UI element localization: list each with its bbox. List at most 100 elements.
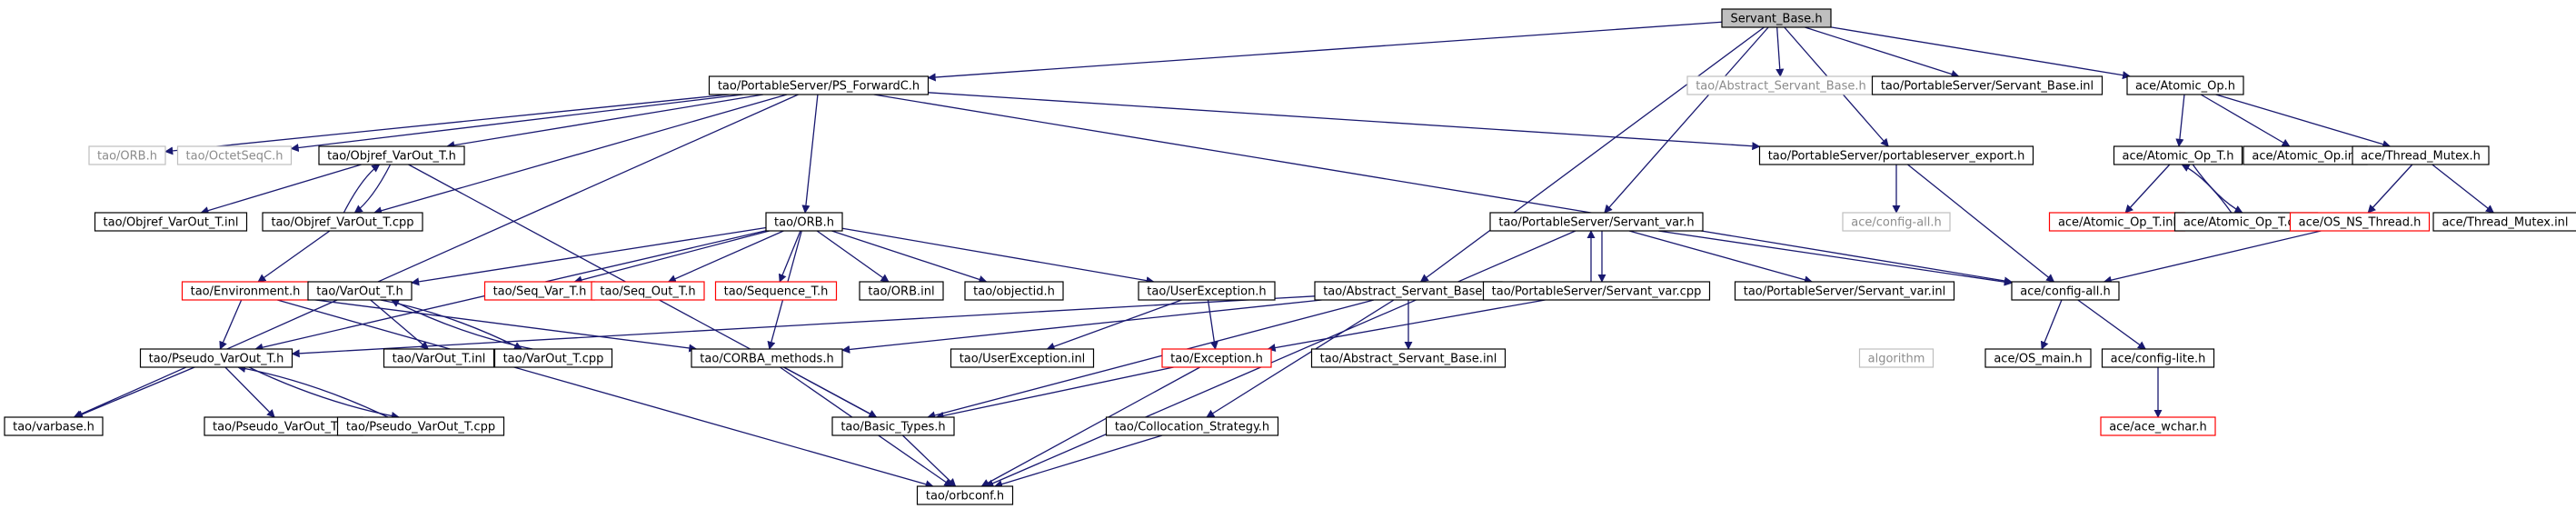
node-sequence-t[interactable]: tao/Sequence_T.h (714, 281, 838, 301)
node-objref-varout[interactable]: tao/Objref_VarOut_T.h (318, 145, 465, 165)
node-label: ace/Atomic_Op_T.h (2123, 150, 2234, 164)
node-varout-t[interactable]: tao/VarOut_T.h (307, 281, 413, 301)
edge-objref-varout-cpp-to-environment (257, 230, 331, 283)
node-config-all[interactable]: ace/config-all.h (2011, 281, 2120, 301)
node-ps-export[interactable]: tao/PortableServer/portableserver_export… (1758, 145, 2034, 165)
node-box (964, 281, 1064, 301)
node-box (307, 281, 413, 301)
node-label: tao/Objref_VarOut_T.h (327, 150, 456, 164)
node-label: tao/Basic_Types.h (840, 421, 945, 434)
node-label: ace/Atomic_Op.h (2135, 80, 2235, 94)
node-environment[interactable]: tao/Environment.h (181, 281, 310, 301)
node-collocation[interactable]: tao/Collocation_Strategy.h (1105, 416, 1279, 436)
edge-config-all-to-os-main (2040, 299, 2063, 350)
edge-orb-h-to-seq-var (573, 230, 770, 284)
node-box (691, 348, 843, 368)
node-label: tao/PortableServer/portableserver_export… (1768, 150, 2025, 164)
node-pseudo-varout[interactable]: tao/Pseudo_VarOut_T.h (139, 348, 293, 368)
node-label: ace/Thread_Mutex.inl (2442, 216, 2568, 230)
node-corba-methods[interactable]: tao/CORBA_methods.h (691, 348, 843, 368)
node-box (714, 281, 838, 301)
node-box (950, 348, 1095, 368)
node-seq-out[interactable]: tao/Seq_Out_T.h (591, 281, 705, 301)
node-box (591, 281, 705, 301)
edge-servant-base-to-atomic-op (1830, 26, 2132, 80)
edge-atomic-op-to-atomic-op-t (2175, 94, 2185, 147)
node-algorithm[interactable]: algorithm (1858, 348, 1934, 368)
node-ps-sb-inl[interactable]: tao/PortableServer/Servant_Base.inl (1871, 75, 2104, 95)
edge-ps-forwardc-to-varbase (73, 94, 799, 418)
edge-environment-to-orbconf (277, 299, 934, 489)
node-abs-sb[interactable]: tao/Abstract_Servant_Base.h (1314, 281, 1503, 301)
node-atomic-op-t[interactable]: ace/Atomic_Op_T.h (2113, 145, 2243, 165)
node-label: tao/ORB.h (774, 216, 834, 230)
node-abs-sb-gray[interactable]: tao/Abstract_Servant_Base.h (1686, 75, 1875, 95)
node-abs-sb-inl[interactable]: tao/Abstract_Servant_Base.inl (1310, 348, 1507, 368)
node-atomic-op[interactable]: ace/Atomic_Op.h (2126, 75, 2244, 95)
node-config-all-gray[interactable]: ace/config-all.h (1842, 212, 1951, 232)
node-atomic-op-inl[interactable]: ace/Atomic_Op.inl (2243, 145, 2368, 165)
node-box (2432, 212, 2576, 232)
node-objectid[interactable]: tao/objectid.h (964, 281, 1064, 301)
node-label: tao/Collocation_Strategy.h (1115, 421, 1269, 434)
node-orb-h-gray[interactable]: tao/ORB.h (88, 145, 166, 165)
edge-userexception-to-userexception-inl (1046, 299, 1182, 351)
node-box (2101, 348, 2215, 368)
edge-os-ns-thread-to-config-all (2103, 230, 2322, 284)
node-orb-inl[interactable]: tao/ORB.inl (859, 281, 944, 301)
edge-servant-base-to-abs-sb (1419, 26, 1765, 283)
edge-servant-base-to-ps-forwardc (927, 21, 1723, 82)
node-userexception[interactable]: tao/UserException.h (1138, 281, 1276, 301)
node-thread-mutex-inl[interactable]: ace/Thread_Mutex.inl (2432, 212, 2576, 232)
node-userexception-inl[interactable]: tao/UserException.inl (950, 348, 1095, 368)
node-label: ace/config-all.h (2020, 285, 2111, 299)
node-label: tao/objectid.h (973, 285, 1055, 299)
node-ps-servant-var-cpp[interactable]: tao/PortableServer/Servant_var.cpp (1482, 281, 1711, 301)
node-orb-h[interactable]: tao/ORB.h (765, 212, 843, 232)
node-varout-inl[interactable]: tao/VarOut_T.inl (383, 348, 495, 368)
edge-servant-base-to-abs-sb-gray (1775, 26, 1785, 77)
node-box (1721, 8, 1832, 28)
node-atomic-op-t-cpp[interactable]: ace/Atomic_Op_T.cpp (2173, 212, 2319, 232)
node-ps-forwardc[interactable]: tao/PortableServer/PS_ForwardC.h (708, 75, 930, 95)
node-box (336, 416, 505, 436)
node-varbase[interactable]: tao/varbase.h (4, 416, 104, 436)
node-box (1842, 212, 1951, 232)
node-box (2113, 145, 2243, 165)
node-pseudo-varout-inl[interactable]: tao/Pseudo_VarOut_T.inl (204, 416, 363, 436)
node-box (176, 145, 293, 165)
node-box (2011, 281, 2120, 301)
node-servant-base[interactable]: Servant_Base.h (1721, 8, 1832, 28)
node-exception[interactable]: tao/Exception.h (1161, 348, 1272, 368)
edge-ps-servant-var-to-orbconf (985, 230, 1576, 487)
node-objref-varout-cpp[interactable]: tao/Objref_VarOut_T.cpp (262, 212, 423, 232)
edge-orb-h-to-seq-out (667, 230, 784, 283)
node-os-ns-thread[interactable]: ace/OS_NS_Thread.h (2289, 212, 2431, 232)
node-varout-cpp[interactable]: tao/VarOut_T.cpp (493, 348, 613, 368)
node-box (262, 212, 423, 232)
node-ace-wchar[interactable]: ace/ace_wchar.h (2100, 416, 2216, 436)
node-seq-var[interactable]: tao/Seq_Var_T.h (483, 281, 596, 301)
node-box (1984, 348, 2092, 368)
node-label: ace/OS_NS_Thread.h (2299, 216, 2422, 230)
node-box (2352, 145, 2490, 165)
edge-varout-t-to-varout-inl (370, 299, 429, 350)
node-basic-types[interactable]: tao/Basic_Types.h (831, 416, 955, 436)
node-config-lite[interactable]: ace/config-lite.h (2101, 348, 2215, 368)
node-atomic-op-t-inl[interactable]: ace/Atomic_Op_T.inl (2048, 212, 2186, 232)
node-ps-servant-var-inl[interactable]: tao/PortableServer/Servant_var.inl (1734, 281, 1955, 301)
node-octetseqc[interactable]: tao/OctetSeqC.h (176, 145, 293, 165)
edge-exception-to-basic-types (935, 366, 1174, 420)
edge-atomic-op-t-to-atomic-op-t-inl (2124, 164, 2171, 214)
node-label: tao/UserException.h (1147, 285, 1266, 299)
node-label: tao/Sequence_T.h (724, 285, 829, 299)
node-label: tao/Environment.h (191, 285, 301, 299)
node-thread-mutex[interactable]: ace/Thread_Mutex.h (2352, 145, 2490, 165)
node-orbconf[interactable]: tao/orbconf.h (916, 485, 1014, 505)
node-objref-varout-inl[interactable]: tao/Objref_VarOut_T.inl (94, 212, 248, 232)
node-os-main[interactable]: ace/OS_main.h (1984, 348, 2092, 368)
node-ps-servant-var[interactable]: tao/PortableServer/Servant_var.h (1489, 212, 1704, 232)
node-box (916, 485, 1014, 505)
node-label: tao/PortableServer/Servant_var.cpp (1492, 285, 1702, 299)
node-pseudo-varout-cpp[interactable]: tao/Pseudo_VarOut_T.cpp (336, 416, 505, 436)
